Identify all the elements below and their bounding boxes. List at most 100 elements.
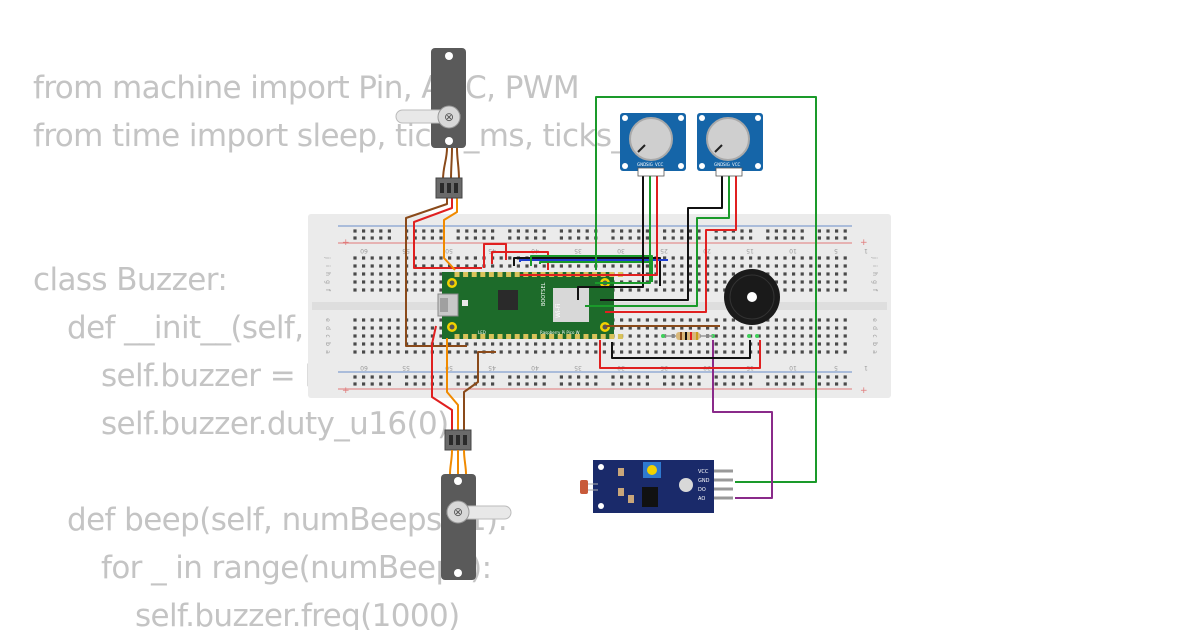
breadboard-rail-hole [774,229,778,233]
breadboard-hole [749,326,753,330]
breadboard-hole [594,350,598,354]
breadboard-hole [835,272,839,276]
breadboard-hole [740,350,744,354]
breadboard-rail-hole [413,382,417,386]
breadboard-rail-hole [628,382,632,386]
breadboard-hole [809,326,813,330]
breadboard-hole [645,326,649,330]
breadboard-rail-hole [817,236,821,240]
breadboard-hole [654,288,658,292]
breadboard-rail-hole [559,375,563,379]
breadboard-hole [800,264,804,268]
breadboard-rail-hole [697,382,701,386]
breadboard-hole [706,256,710,260]
breadboard-hole [473,350,477,354]
breadboard-rail-hole [843,236,847,240]
breadboard-hole [800,334,804,338]
breadboard-hole [809,288,813,292]
breadboard-hole [577,342,581,346]
breadboard-rail-hole [671,229,675,233]
breadboard-rail-hole [826,236,830,240]
breadboard-hole [800,280,804,284]
breadboard-hole [671,342,675,346]
breadboard-hole [473,264,477,268]
breadboard-hole [370,272,374,276]
breadboard-hole [671,318,675,322]
wire-sensor-purple [712,340,773,499]
breadboard-hole [800,350,804,354]
breadboard-hole [422,342,426,346]
breadboard-hole [362,288,366,292]
breadboard-hole [370,318,374,322]
wire-pico-green-a [530,255,653,282]
breadboard-hole [422,264,426,268]
breadboard-hole [826,318,830,322]
breadboard-hole [362,326,366,330]
breadboard-hole [723,318,727,322]
breadboard-hole [835,342,839,346]
breadboard-rail-hole [680,229,684,233]
breadboard-rail-hole [585,382,589,386]
breadboard-rail-hole [413,236,417,240]
breadboard-rail-hole [628,375,632,379]
breadboard-rail-hole [353,375,357,379]
breadboard-rail-hole [792,229,796,233]
breadboard-hole [422,350,426,354]
breadboard-hole [740,256,744,260]
breadboard-hole [362,318,366,322]
breadboard-rail-hole [620,375,624,379]
breadboard-hole [353,280,357,284]
pot1-mount-hole [678,115,684,121]
breadboard-hole [654,334,658,338]
breadboard-hole [499,264,503,268]
endpoint-dot [747,334,751,338]
breadboard-rail-hole [516,229,520,233]
breadboard-rail-hole [387,229,391,233]
breadboard-hole [680,318,684,322]
breadboard-rail-hole [800,375,804,379]
breadboard-hole [585,350,589,354]
breadboard-hole [783,264,787,268]
breadboard-hole [688,256,692,260]
servo-bottom: ⊗ [441,429,512,580]
breadboard-hole [774,256,778,260]
breadboard-rail-hole [740,375,744,379]
servo-top-screw-icon: ⊗ [444,110,454,124]
breadboard-rail-hole [508,236,512,240]
breadboard-rail-hole [439,229,443,233]
row-letter-bottom: e [324,318,331,322]
breadboard-hole [362,272,366,276]
breadboard-hole [602,350,606,354]
wire-top-servo-red [413,180,482,269]
breadboard-hole [680,280,684,284]
breadboard-rail-hole [456,375,460,379]
breadboard-hole [456,256,460,260]
breadboard-hole [448,256,452,260]
servo-top-connector-pin [454,183,458,193]
breadboard-rail-hole [611,229,615,233]
row-letter-top: j [324,256,331,259]
row-letter-top: h [324,272,331,276]
breadboard-hole [439,342,443,346]
pico-pin [480,272,486,277]
column-number-top: 30 [617,247,625,254]
breadboard-hole [723,334,727,338]
breadboard-hole [353,334,357,338]
breadboard-hole [757,264,761,268]
breadboard-rail-hole [637,375,641,379]
breadboard-hole [387,318,391,322]
breadboard-hole [379,342,383,346]
breadboard-hole [439,334,443,338]
breadboard-hole [809,256,813,260]
breadboard-rail-hole [534,236,538,240]
breadboard-hole [430,280,434,284]
breadboard-rail-hole [430,229,434,233]
breadboard-hole [731,342,735,346]
breadboard-hole [792,256,796,260]
breadboard-hole [792,326,796,330]
servo-bottom-cable [449,449,467,475]
breadboard-hole [534,350,538,354]
pot1-pin-vcc: VCC [655,162,664,167]
column-number-top: 50 [445,247,453,254]
breadboard-hole [671,326,675,330]
